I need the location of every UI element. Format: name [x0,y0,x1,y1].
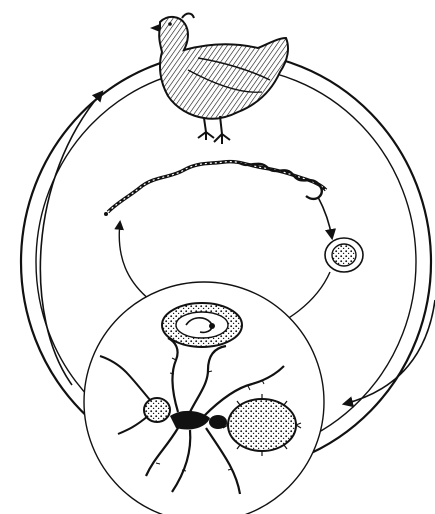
arrow-cyst-to-worm [119,222,150,300]
tapeworm-icon [104,162,326,216]
egg-icon [325,238,363,272]
chicken-icon [150,14,288,145]
arrow-to-chicken [40,92,102,385]
cysticercoid-icon [162,303,242,347]
arrow-worm-to-egg [318,197,332,238]
